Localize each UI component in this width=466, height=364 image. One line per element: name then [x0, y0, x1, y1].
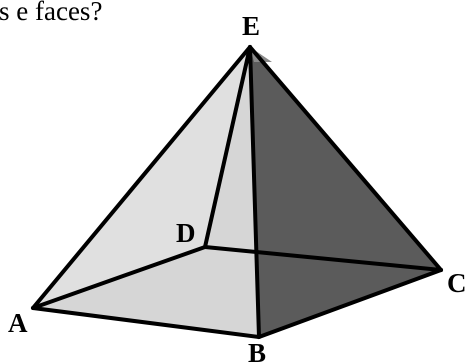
- edge-ae: [31, 45, 252, 310]
- vertex-label-a: A: [8, 308, 28, 338]
- vertex-label-d: D: [176, 218, 196, 248]
- vertex-label-c: C: [447, 268, 466, 298]
- vertex-label-e: E: [242, 11, 260, 41]
- vertex-label-b: B: [248, 338, 266, 364]
- edge-dc: [203, 245, 443, 272]
- edge-be: [248, 45, 261, 339]
- question-caption-fragment: s e faces?: [0, 0, 103, 26]
- edge-de: [203, 45, 252, 249]
- edge-bc: [257, 268, 443, 339]
- edge-ab: [31, 306, 261, 339]
- edge-ce: [248, 45, 443, 272]
- face-bce: [250, 47, 441, 337]
- edge-ad: [31, 245, 207, 310]
